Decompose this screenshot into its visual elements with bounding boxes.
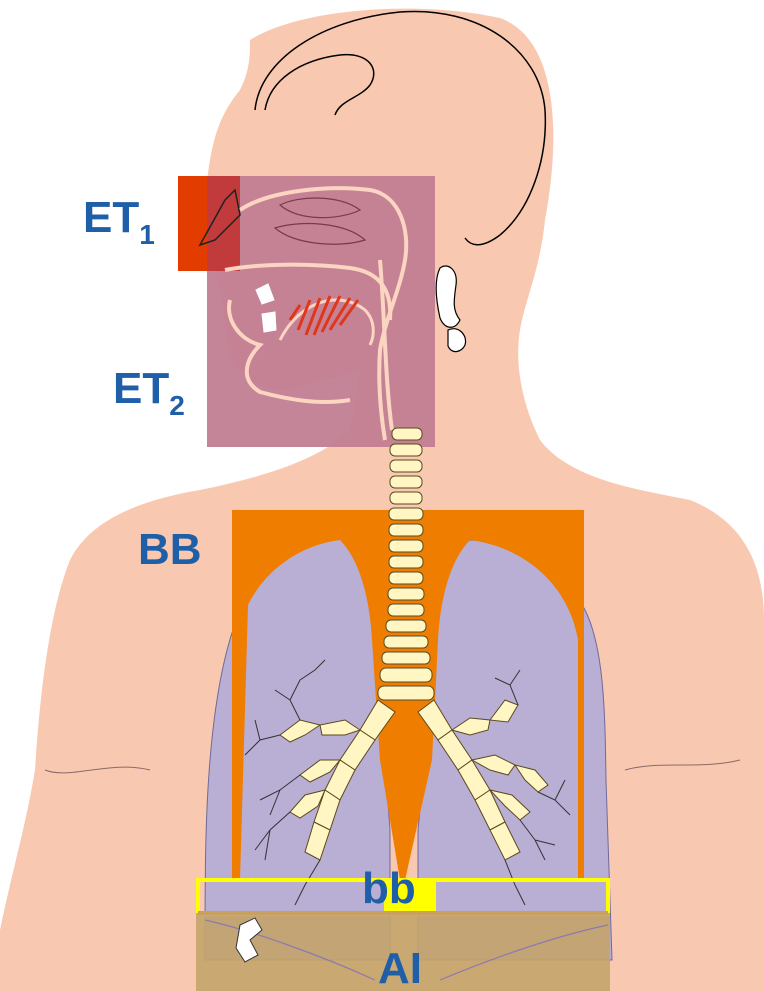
label-et2-sub: 2 (169, 390, 185, 421)
label-ai: AI (378, 944, 422, 991)
teeth-lower (262, 312, 276, 332)
label-et1: ET1 (83, 193, 155, 250)
label-bb-upper: BB (138, 525, 202, 574)
label-et2-base: ET (113, 364, 169, 413)
label-bb-lower: bb (362, 864, 416, 913)
label-et1-sub: 1 (139, 219, 155, 250)
label-et2: ET2 (113, 364, 185, 421)
label-et1-base: ET (83, 193, 139, 242)
